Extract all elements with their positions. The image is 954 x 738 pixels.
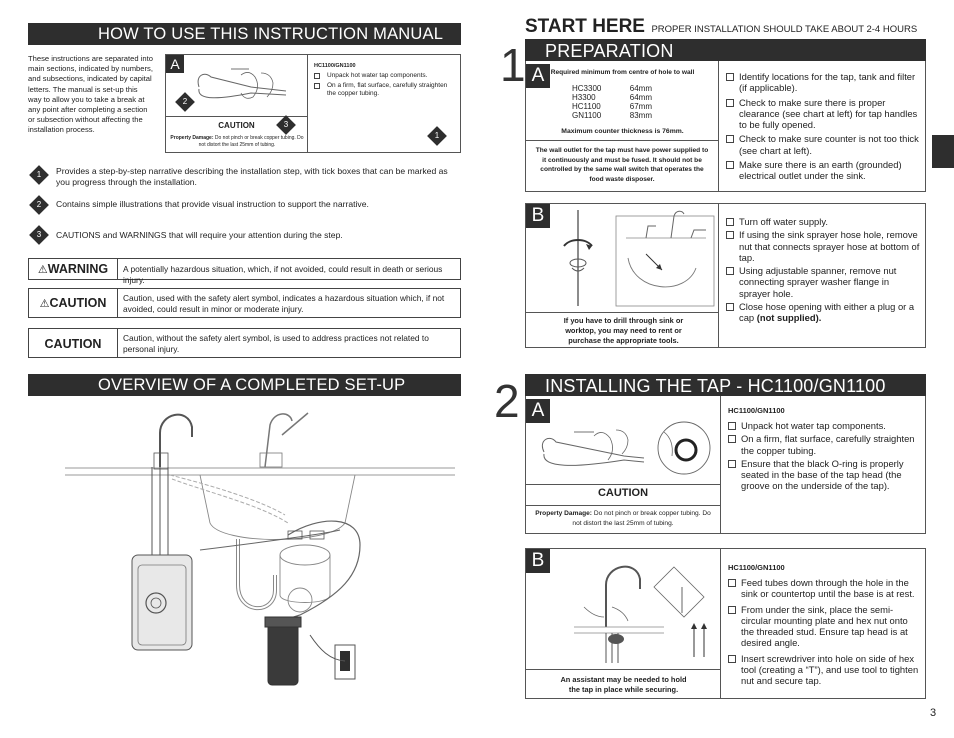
sample-illustration [197,68,287,99]
warning-text: A potentially hazardous situation, which… [123,264,443,285]
step-1a-thickness: Maximum counter thickness is 76mm. [561,128,684,135]
start-title: START HERE [525,16,645,37]
section-side-tab [932,135,954,168]
step-1a-item[interactable]: Make sure there is an earth (grounded) e… [726,159,922,182]
legend-text-2: Contains simple illustrations that provi… [56,199,369,209]
step-1a-panel: A Required minimum from centre of hole t… [525,61,926,192]
caution-label: CAUTION [44,337,102,351]
step-2b-item[interactable]: From under the sink, place the semi-circ… [728,604,923,649]
step-2-header: INSTALLING THE TAP - HC1100/GN1100 [525,374,926,396]
caution-symbol-box: ⚠CAUTION Caution, used with the safety a… [28,288,461,318]
legend-num-1: 1 [36,170,42,179]
step-2b-item[interactable]: Insert screwdriver into hole on side of … [728,653,923,687]
step-1a-spec-title: Required minimum from centre of hole to … [550,69,695,76]
sample-callout-1: 1 [434,131,440,140]
step-1b-item[interactable]: Close hose opening with either a plug or… [726,301,922,324]
sample-item: Unpack hot water tap components. [314,72,454,80]
legend-text-3: CAUTIONS and WARNINGS that will require … [56,230,343,240]
sample-model: HC1100/GN1100 [314,63,356,69]
step-1a-item[interactable]: Check to make sure there is proper clear… [726,97,922,131]
sample-panel: A CAUTION Property Damage: Do not pinch … [165,54,461,153]
step-1a-item[interactable]: Identify locations for the tap, tank and… [726,71,922,94]
step-2b-caption: An assistant may be needed to hold the t… [560,675,687,694]
legend-text-1: Provides a step-by-step narrative descri… [56,166,448,187]
step-1-header: PREPARATION [525,39,926,61]
caution-box: CAUTION Caution, without the safety aler… [28,328,461,358]
manual-header: HOW TO USE THIS INSTRUCTION MANUAL [28,23,461,45]
overview-illustration [65,412,455,686]
overview-header: OVERVIEW OF A COMPLETED SET-UP [28,374,461,396]
step-2b-letter: B [526,549,550,573]
sample-damage-label: Property Damage: [170,135,214,141]
step-2-number: 2 [494,375,520,427]
manual-intro: These instructions are separated into ma… [28,54,153,135]
step-1a-note: The wall outlet for the tap must have po… [535,147,709,183]
caution-triangle-icon: ⚠ [39,298,50,310]
step-2a-caution-label: CAUTION [597,487,649,499]
step-2a-item[interactable]: Unpack hot water tap components. [728,420,923,431]
warning-label: WARNING [47,262,109,276]
step-2a-damage-label: Property Damage: [535,510,593,517]
step-1b-panel: B If you have to drill through sink or w… [525,203,926,348]
step-2a-item[interactable]: Ensure that the black O-ring is properly… [728,458,923,492]
warning-triangle-icon: ⚠ [37,264,48,276]
step-2b-illustration [574,565,707,663]
step-1a-letter: A [526,64,550,88]
step-2b-item[interactable]: Feed tubes down through the hole in the … [728,577,923,600]
step-2a-panel: A CAUTION Property Damage: Do not pinch … [525,396,926,534]
legend-num-2: 2 [36,200,42,209]
step-1b-item[interactable]: Using adjustable spanner, remove nut con… [726,265,922,299]
step-2b-panel: B An assistant may be needed to hold the… [525,548,926,699]
step-1-number: 1 [500,39,526,91]
step-1b-item[interactable]: Turn off water supply. [726,216,922,227]
step-2a-model: HC1100/GN1100 [728,406,785,415]
step-2a-item[interactable]: On a firm, flat surface, carefully strai… [728,433,923,456]
step-1b-caption: If you have to drill through sink or wor… [563,316,684,345]
step-1b-letter: B [526,204,550,228]
caution-text: Caution, without the safety alert symbol… [123,333,429,354]
caution-symbol-label: CAUTION [49,296,107,310]
sample-letter: A [166,55,184,73]
sample-caution-label: CAUTION [218,121,255,130]
sample-callout-3: 3 [283,120,289,129]
step-2b-model: HC1100/GN1100 [728,563,785,572]
step-2a-damage-text: Do not pinch or break copper tubing. Do … [572,510,711,527]
start-subtitle: PROPER INSTALLATION SHOULD TAKE ABOUT 2-… [651,24,918,35]
step-1a-item[interactable]: Check to make sure counter is not too th… [726,133,922,156]
not-supplied-note: (not supplied). [756,312,822,324]
legend-num-3: 3 [36,230,42,239]
step-1b-item[interactable]: If using the sink sprayer hose hole, rem… [726,229,922,263]
sample-item: On a firm, flat surface, carefully strai… [314,82,454,98]
page-number: 3 [930,707,937,719]
sample-callout-2: 2 [182,97,188,106]
step-1b-illustration [563,210,715,307]
caution-symbol-text: Caution, used with the safety alert symb… [123,293,445,314]
step-2a-letter: A [526,399,550,423]
sample-damage-text: Do not pinch or break copper tubing. Do … [198,135,304,148]
warning-box: ⚠WARNING A potentially hazardous situati… [28,258,461,285]
step-2a-illustration [542,421,711,475]
